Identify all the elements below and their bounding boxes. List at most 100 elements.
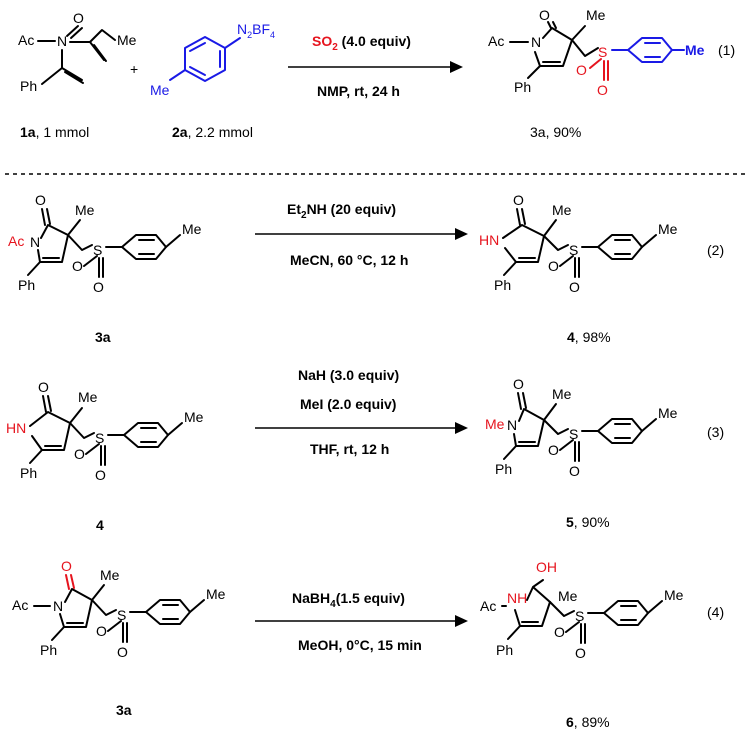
me-label: Me	[664, 587, 684, 603]
bond	[503, 441, 536, 460]
arrowhead	[450, 61, 463, 73]
ac-label: Ac	[12, 597, 28, 613]
n-atom: N	[531, 34, 541, 50]
bond	[27, 257, 60, 276]
o-atom: O	[96, 623, 107, 639]
bond	[559, 439, 580, 462]
product-5: O Me N Me Ph S O O Me 5, 90%	[485, 376, 678, 530]
bond	[543, 219, 569, 251]
arrowhead	[455, 615, 468, 627]
o-atom: O	[61, 558, 72, 574]
conditions-bottom: NMP, rt, 24 h	[317, 83, 400, 99]
bond	[89, 41, 107, 62]
bond	[189, 42, 221, 76]
o-atom: O	[575, 645, 586, 661]
product-4: O HN Me Ph S O O Me 4, 98%	[479, 192, 678, 345]
o-atom: O	[513, 376, 524, 392]
o-atom: O	[38, 379, 49, 395]
bond	[41, 208, 51, 226]
bond	[507, 621, 539, 640]
ph-label: Ph	[20, 78, 37, 94]
s-atom: S	[575, 608, 584, 624]
me-label: Me	[558, 588, 578, 604]
bond	[503, 257, 536, 276]
equation-number: (4)	[707, 604, 724, 620]
bond	[581, 418, 643, 444]
bond	[547, 21, 557, 29]
product-6: OH Ac NH Me Ph S O O Me 6, 89%	[480, 559, 684, 730]
bond	[620, 600, 663, 621]
bond	[138, 234, 181, 255]
s-atom: S	[95, 430, 104, 446]
ac-label: Ac	[8, 233, 24, 249]
hn-label: HN	[479, 232, 499, 248]
bond	[543, 403, 569, 435]
bond	[67, 219, 93, 251]
o-atom: O	[73, 10, 84, 26]
bond	[587, 600, 649, 626]
bond	[549, 601, 575, 617]
ph-label: Ph	[495, 461, 512, 477]
ph-label: Ph	[40, 642, 57, 658]
reactant-1a: Ac N O Me Ph 1a, 1 mmol	[18, 10, 137, 140]
o-atom: O	[597, 82, 608, 98]
reaction-arrow-3: NaH (3.0 equiv) MeI (2.0 equiv) THF, rt,…	[255, 367, 468, 457]
bond	[502, 224, 545, 263]
compound-label-2a: 2a, 2.2 mmol	[172, 124, 253, 140]
ac-label: Ac	[18, 32, 34, 48]
ph-label: Ph	[496, 642, 513, 658]
conditions-top: SO2 (4.0 equiv)	[312, 33, 411, 53]
me-label: Me	[658, 221, 678, 237]
bond	[534, 27, 573, 67]
bond	[589, 58, 609, 81]
reaction-4: O Ac N Me Ph S O O Me 3a NaBH4(1.5 equiv…	[12, 558, 724, 730]
bond	[644, 42, 661, 58]
bond	[107, 422, 169, 448]
bond	[66, 25, 83, 39]
equation-number: (3)	[707, 424, 724, 440]
bond	[91, 584, 117, 616]
bond	[85, 443, 106, 466]
bond	[42, 395, 52, 413]
o-atom: O	[548, 258, 559, 274]
bond	[29, 411, 71, 451]
reactant-3a: O Ac N Me Ph S O O Me 3a	[8, 192, 202, 345]
me-label: Me	[685, 42, 705, 58]
conditions-top: NaBH4(1.5 equiv)	[292, 590, 405, 610]
me-label: Me	[78, 389, 98, 405]
o-atom: O	[513, 192, 524, 208]
me-label: Me	[184, 409, 204, 425]
me-label: Me	[75, 202, 95, 218]
bond	[41, 49, 84, 85]
bond	[59, 588, 93, 628]
conditions-bottom: MeOH, 0°C, 15 min	[298, 637, 422, 653]
equation-number: (1)	[718, 42, 735, 58]
bond	[37, 224, 69, 263]
me-label: Me	[586, 7, 606, 23]
me-label: Me	[150, 82, 170, 98]
bond	[565, 621, 586, 644]
bond	[29, 445, 62, 464]
conditions-bottom: MeCN, 60 °C, 12 h	[290, 252, 408, 268]
me-label: Me	[100, 567, 120, 583]
ph-label: Ph	[494, 277, 511, 293]
bond	[105, 234, 167, 260]
me-label: Me	[182, 221, 202, 237]
bond	[83, 255, 104, 278]
o-atom: O	[117, 644, 128, 660]
me-label: Me	[552, 386, 572, 402]
s-atom: S	[117, 607, 126, 623]
bond	[107, 620, 128, 643]
arrowhead	[455, 228, 468, 240]
bond	[51, 622, 84, 641]
bond	[571, 25, 599, 57]
reaction-1: Ac N O Me Ph 1a, 1 mmol + N2BF4 Me 2a, 2…	[18, 7, 735, 140]
bond	[517, 392, 527, 410]
n-atom: N	[57, 33, 67, 49]
bond	[162, 599, 205, 620]
me-label: Me	[552, 202, 572, 218]
bond	[581, 234, 643, 260]
compound-label: 3a	[95, 329, 111, 345]
arrowhead	[455, 422, 468, 434]
